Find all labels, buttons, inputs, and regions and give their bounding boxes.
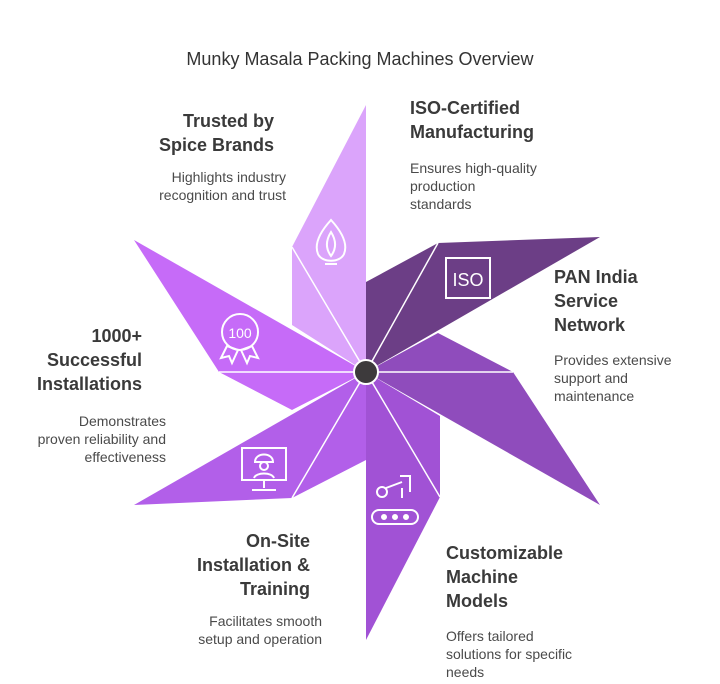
- award-icon-text: 100: [228, 325, 252, 341]
- heading-custom: Customizable Machine Models: [446, 543, 564, 611]
- blade-iso: [366, 237, 600, 372]
- diagram-title: Munky Masala Packing Machines Overview: [186, 49, 534, 69]
- robot-arm-conveyor-icon: [371, 475, 419, 525]
- segment-iso: [365, 237, 600, 373]
- segment-custom: [365, 371, 441, 640]
- engineer-monitor-icon: [241, 447, 287, 491]
- blade-trusted: [292, 105, 366, 372]
- segment-pan: [366, 333, 600, 505]
- desc-trusted: Highlights industry recognition and trus…: [159, 169, 286, 203]
- desc-pan: Provides extensive support and maintenan…: [554, 352, 672, 404]
- blade-pan: [366, 333, 600, 505]
- iso-icon-text: ISO: [452, 270, 483, 290]
- blade-custom: [366, 372, 440, 640]
- center-hub: [353, 359, 379, 385]
- heading-trusted: Trusted by Spice Brands: [158, 111, 274, 155]
- heading-installs: 1000+ Successful Installations: [36, 326, 142, 394]
- segment-onsite: [134, 371, 367, 505]
- segment-trusted: [291, 105, 367, 373]
- segment-installs: [134, 240, 366, 410]
- heading-onsite: On-Site Installation & Training: [196, 531, 310, 599]
- desc-custom: Offers tailored solutions for specific n…: [446, 628, 573, 680]
- iso-badge-icon: ISO: [445, 257, 491, 299]
- desc-onsite: Facilitates smooth setup and operation: [198, 613, 322, 647]
- desc-iso: Ensures high-quality production standard…: [410, 160, 537, 212]
- heading-pan: PAN India Service Network: [554, 267, 638, 335]
- onion-icon: [315, 218, 347, 265]
- award-badge-icon: 100: [219, 313, 260, 366]
- desc-installs: Demonstrates proven reliability and effe…: [37, 413, 166, 465]
- blade-onsite: [134, 372, 366, 505]
- blade-installs: [134, 240, 366, 410]
- heading-iso: ISO-Certified Manufacturing: [410, 98, 534, 142]
